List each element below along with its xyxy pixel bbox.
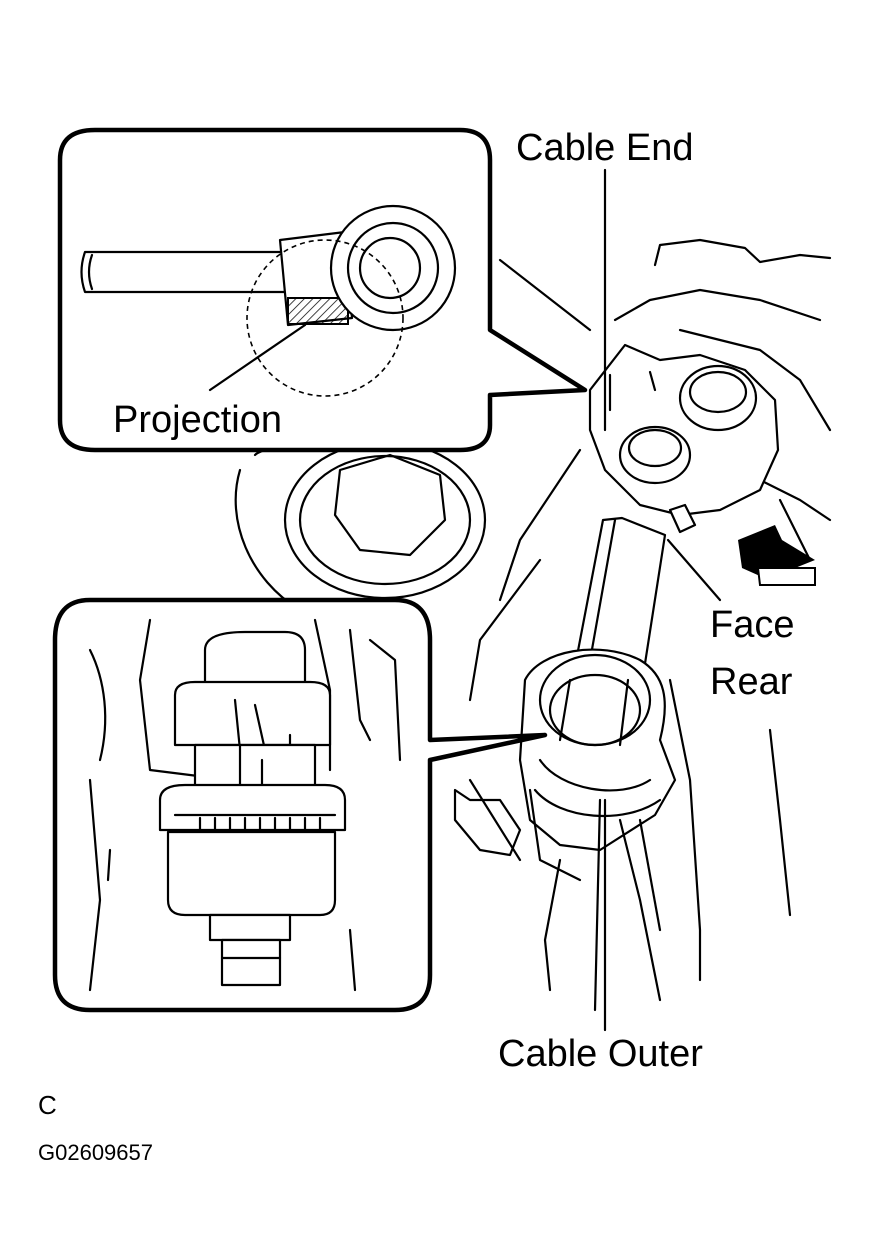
mechanism-drawing [234,238,832,1012]
cable-end-label: Cable End [516,127,693,169]
projection-inset [57,127,588,453]
cable-outer-inset [52,597,548,1013]
face-label: Face [710,604,794,646]
rear-label: Rear [710,661,793,703]
projection-label: Projection [113,399,282,441]
label-leaders [603,168,722,1032]
cable-outer-label: Cable Outer [498,1033,703,1075]
arrow-down-right-icon [738,525,816,586]
figure-id: G02609657 [38,1140,153,1165]
figure-letter: C [38,1090,57,1120]
